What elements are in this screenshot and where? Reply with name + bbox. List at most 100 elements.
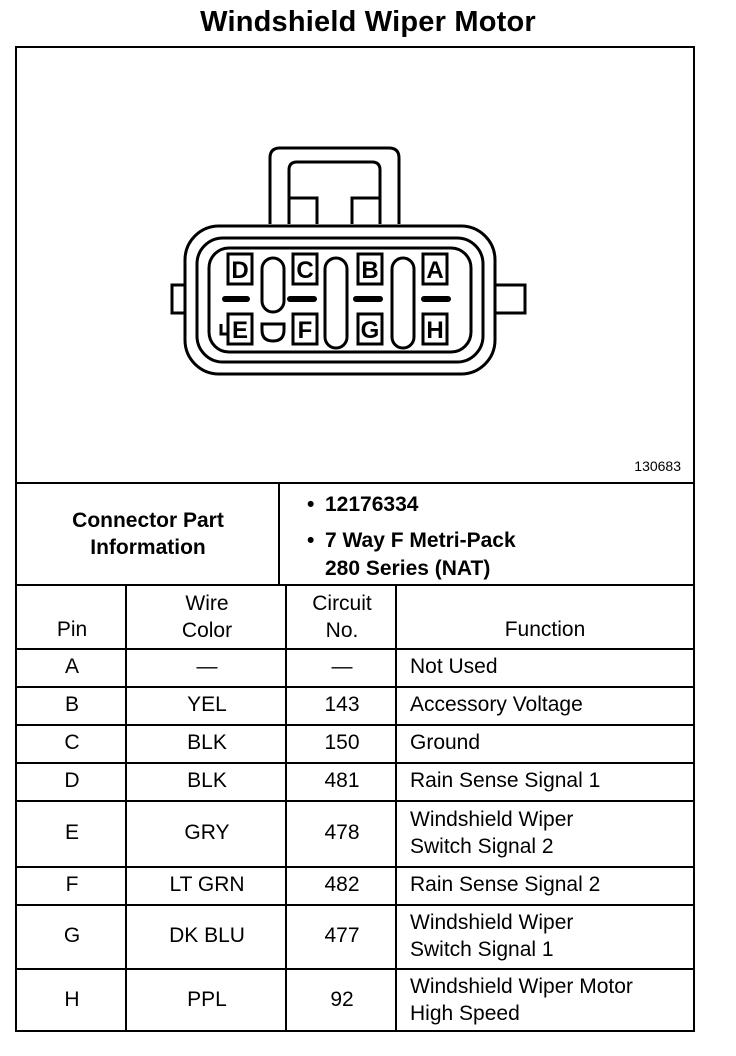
separator-oval-small [260,322,286,343]
separator-oval [260,256,286,314]
divider [17,904,693,906]
cell-function: Accessory Voltage [410,693,583,716]
cell-function: Not Used [410,655,498,678]
latch-bar [421,296,451,302]
cell-function: Windshield Wiper Motor High Speed [397,970,693,1030]
cell-pin: G [63,924,81,947]
cell-wire-color: YEL [187,693,227,716]
terminal-label-f: F [298,317,313,344]
latch-bar [222,296,250,302]
cell-circuit: — [331,655,353,678]
divider [395,586,397,1032]
cell-function-line1: Windshield Wiper Motor [410,975,633,998]
divider [17,482,693,484]
terminal-label-d: D [231,257,248,284]
cell-circuit: 92 [330,988,354,1011]
part-info-label-line1: Connector Part [72,509,224,532]
terminal-d-box [226,252,254,286]
part-number: 12176334 [325,493,419,516]
terminal-f-box [291,312,319,346]
cell-pin: B [64,693,79,716]
divider [17,686,693,688]
cell-wire-color: BLK [187,769,227,792]
cell-circuit: 478 [324,821,360,844]
terminal-label-b: B [361,257,378,284]
cell-pin: D [64,769,80,792]
page-title: Windshield Wiper Motor [200,6,536,38]
cell-pin: A [64,655,79,678]
terminal-b-box [356,252,384,286]
terminal-label-e: E [232,317,248,344]
connector-document: D C B A E F G H 130683 Connector Part In… [15,46,695,1032]
latch-bar [353,296,383,302]
connector-type-line1: 7 Way F Metri-Pack [325,529,516,552]
header-wire-color-line2: Color [181,619,233,642]
cell-pin: E [64,821,79,844]
cell-function-line2: Switch Signal 1 [410,938,554,961]
terminal-h-box [421,312,449,346]
divider [17,724,693,726]
header-circuit: Circuit No. [287,586,397,648]
header-function: Function [504,618,586,641]
cell-function: Windshield Wiper Switch Signal 1 [397,904,693,968]
cell-circuit: 481 [324,769,360,792]
terminal-label-h: H [426,317,443,344]
divider [17,800,693,802]
cell-function-line2: High Speed [410,1002,520,1025]
cell-function: Windshield Wiper Switch Signal 2 [397,800,693,866]
terminal-e-box [226,312,254,346]
part-info-label: Connector Part Information [17,484,279,584]
terminal-label-g: G [361,317,380,344]
cell-wire-color: GRY [184,821,230,844]
cell-function: Rain Sense Signal 1 [410,769,601,792]
divider [17,866,693,868]
part-info-label-line2: Information [90,536,206,559]
left-rib [170,283,187,315]
right-rib [493,283,527,315]
locking-tab [268,146,401,224]
cell-circuit: 150 [324,731,360,754]
bullet: • [307,529,315,552]
terminal-c-box [291,252,319,286]
cell-circuit: 477 [324,924,360,947]
divider [17,968,693,970]
cell-wire-color: PPL [187,988,227,1011]
header-circuit-line1: Circuit [312,592,372,615]
separator-oval [390,256,416,350]
part-info-list: • 12176334 • 7 Way F Metri-Pack 280 Seri… [281,486,691,582]
divider [285,586,287,1032]
locking-tab-latch [289,196,380,224]
cell-pin: F [65,873,79,896]
cell-function-line1: Windshield Wiper [410,911,574,934]
separator-oval [323,256,349,350]
cell-circuit: 482 [324,873,360,896]
cell-pin: H [64,988,80,1011]
connector-face-drawing: D C B A E F G H [170,146,527,376]
latch-bar [287,296,317,302]
divider [17,648,693,650]
cell-pin: C [64,731,80,754]
corner-mark [219,324,228,336]
cell-wire-color: DK BLU [169,924,245,947]
divider [17,584,693,586]
header-pin: Pin [56,618,88,641]
part-number-item: • 12176334 [307,493,419,517]
connector-type-item: • 7 Way F Metri-Pack 280 Series (NAT) [307,527,516,583]
cell-wire-color: BLK [187,731,227,754]
cell-circuit: 143 [324,693,360,716]
bullet: • [307,493,315,516]
cell-function-line2: Switch Signal 2 [410,835,554,858]
terminal-a-box [421,252,449,286]
divider [278,484,280,584]
cell-wire-color: LT GRN [169,873,245,896]
figure-number: 130683 [634,458,681,474]
connector-diagram: D C B A E F G H 130683 [17,48,693,484]
cell-wire-color: — [196,655,218,678]
locking-tab-inner [287,160,382,224]
cell-function: Rain Sense Signal 2 [410,873,601,896]
divider [17,762,693,764]
cell-function: Ground [410,731,481,754]
terminal-label-a: A [426,257,443,284]
divider [125,586,127,1032]
cell-function-line1: Windshield Wiper [410,808,574,831]
